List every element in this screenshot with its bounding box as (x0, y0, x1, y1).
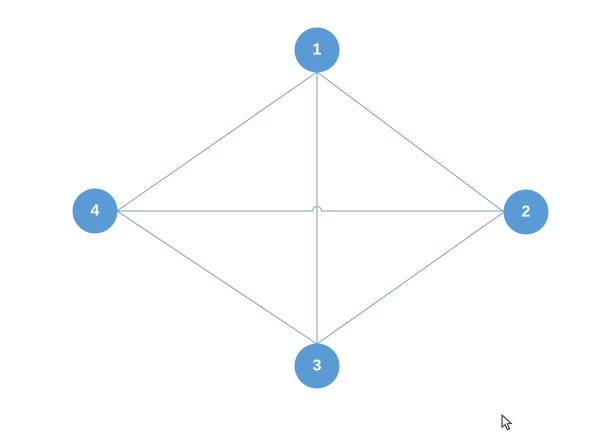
graph-edge-1-4 (116, 71, 318, 212)
graph-edge-1-2 (316, 71, 505, 213)
node-4-label: 4 (90, 202, 100, 219)
graph-node-2[interactable]: 2 (503, 189, 549, 235)
node-2-label: 2 (521, 203, 531, 220)
node-1-label: 1 (312, 41, 322, 58)
graph-edge-4-2 (117, 206, 504, 212)
graph-node-1[interactable]: 1 (294, 27, 340, 73)
node-3-label: 3 (312, 357, 322, 374)
graph-node-4[interactable]: 4 (72, 188, 118, 234)
graph-edge-3-2 (316, 211, 505, 345)
graph-edge-4-3 (116, 210, 318, 345)
graph-node-3[interactable]: 3 (294, 343, 340, 389)
